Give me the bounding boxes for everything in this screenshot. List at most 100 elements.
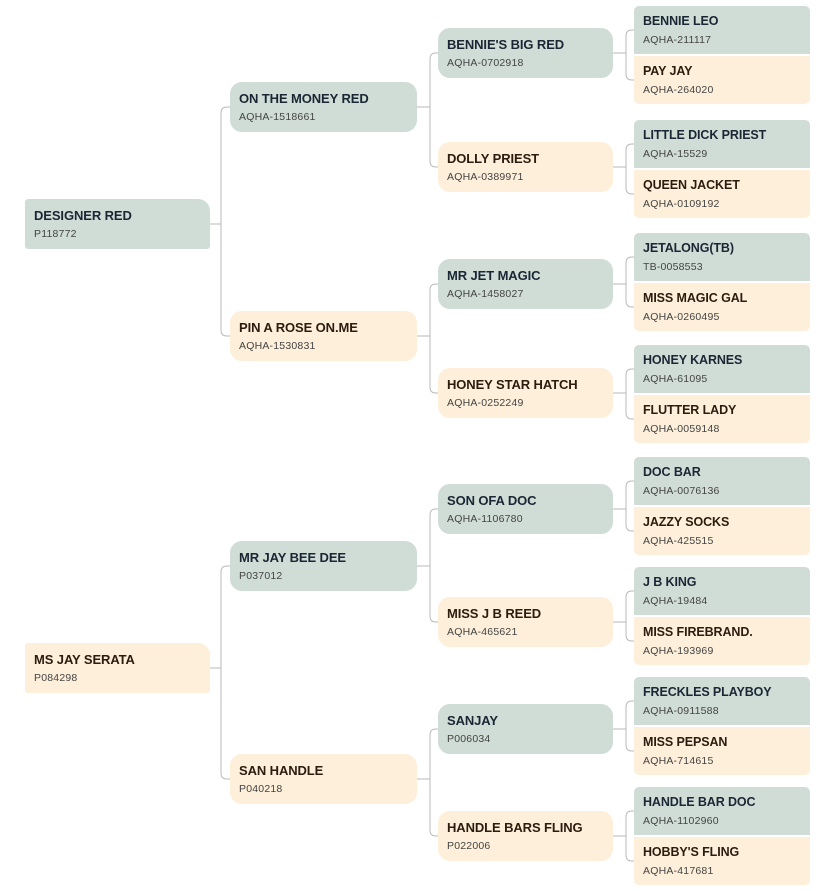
connector-bracket: [220, 106, 230, 337]
grandsire-card[interactable]: SON OFA DOC AQHA-1106780: [438, 484, 613, 534]
great-grandsire-card[interactable]: HONEY KARNES AQHA-61095: [634, 345, 810, 393]
connector-bracket: [625, 810, 634, 862]
registration-number: AQHA-193969: [643, 645, 714, 657]
horse-name: JAZZY SOCKS: [643, 515, 730, 529]
horse-name: HANDLE BARS FLING: [447, 819, 583, 835]
sire-card[interactable]: MR JAY BEE DEE P037012: [230, 541, 417, 591]
connector-bracket: [625, 590, 634, 642]
registration-number: P022006: [447, 839, 491, 852]
registration-number: P084298: [34, 671, 78, 684]
registration-number: AQHA-15529: [643, 148, 708, 160]
dam-card[interactable]: PIN A ROSE ON.ME AQHA-1530831: [230, 311, 417, 361]
horse-name: HONEY KARNES: [643, 353, 743, 367]
connector-bracket: [429, 52, 438, 168]
great-grandsire-card[interactable]: JETALONG(TB) TB-0058553: [634, 233, 810, 281]
horse-name: PIN A ROSE ON.ME: [239, 319, 358, 335]
registration-number: AQHA-19484: [643, 595, 708, 607]
great-grandsire-card[interactable]: DOC BAR AQHA-0076136: [634, 457, 810, 505]
great-grandsire-card[interactable]: FRECKLES PLAYBOY AQHA-0911588: [634, 677, 810, 725]
registration-number: AQHA-1106780: [447, 512, 523, 525]
horse-name: HANDLE BAR DOC: [643, 795, 756, 809]
horse-name: MS JAY SERATA: [34, 651, 135, 667]
grandsire-card[interactable]: MR JET MAGIC AQHA-1458027: [438, 259, 613, 309]
horse-name: MR JAY BEE DEE: [239, 549, 346, 565]
horse-name: BENNIE LEO: [643, 14, 719, 28]
registration-number: P118772: [34, 227, 77, 240]
horse-name: DOC BAR: [643, 465, 701, 479]
registration-number: AQHA-1518661: [239, 110, 316, 123]
horse-name: J B KING: [643, 575, 697, 589]
registration-number: AQHA-0389971: [447, 170, 524, 183]
registration-number: AQHA-714615: [643, 755, 714, 767]
registration-number: TB-0058553: [643, 261, 703, 273]
registration-number: AQHA-0109192: [643, 198, 720, 210]
registration-number: AQHA-211117: [643, 34, 712, 46]
registration-number: P037012: [239, 569, 283, 582]
registration-number: P040218: [239, 782, 283, 795]
sire-card[interactable]: ON THE MONEY RED AQHA-1518661: [230, 82, 417, 132]
granddam-card[interactable]: DOLLY PRIEST AQHA-0389971: [438, 142, 613, 192]
horse-name: LITTLE DICK PRIEST: [643, 128, 767, 142]
grandsire-card[interactable]: BENNIE'S BIG RED AQHA-0702918: [438, 28, 613, 78]
connector-bracket: [625, 480, 634, 532]
connector-bracket: [625, 700, 634, 752]
grandsire-card[interactable]: SANJAY P006034: [438, 704, 613, 754]
great-grandsire-card[interactable]: J B KING AQHA-19484: [634, 567, 810, 615]
registration-number: AQHA-1102960: [643, 815, 719, 827]
great-grandsire-card[interactable]: HANDLE BAR DOC AQHA-1102960: [634, 787, 810, 835]
registration-number: AQHA-417681: [643, 865, 714, 877]
connector-bracket: [625, 368, 634, 420]
great-granddam-card[interactable]: JAZZY SOCKS AQHA-425515: [634, 507, 810, 555]
horse-name: DOLLY PRIEST: [447, 150, 539, 166]
subject-horse-2[interactable]: MS JAY SERATA P084298: [25, 643, 210, 693]
great-granddam-card[interactable]: FLUTTER LADY AQHA-0059148: [634, 395, 810, 443]
great-granddam-card[interactable]: MISS FIREBRAND.AQHA-193969: [634, 617, 810, 665]
connector-bracket: [625, 29, 634, 81]
horse-name: MISS PEPSAN: [643, 735, 728, 749]
registration-number: AQHA-61095: [643, 373, 708, 385]
connector-bracket: [625, 143, 634, 195]
horse-name: JETALONG(TB): [643, 241, 734, 255]
great-granddam-card[interactable]: MISS PEPSAN AQHA-714615: [634, 727, 810, 775]
horse-name: QUEEN JACKET: [643, 178, 740, 192]
registration-number: AQHA-264020: [643, 84, 714, 96]
granddam-card[interactable]: HANDLE BARS FLING P022006: [438, 811, 613, 861]
horse-name: HONEY STAR HATCH: [447, 376, 578, 392]
connector-bracket: [429, 283, 438, 394]
registration-number: AQHA-0076136: [643, 485, 720, 497]
horse-name: SON OFA DOC: [447, 492, 537, 508]
horse-name: BENNIE'S BIG RED: [447, 36, 565, 52]
horse-name: DESIGNER RED: [34, 207, 132, 223]
horse-name: HOBBY'S FLING: [643, 845, 740, 859]
registration-number: AQHA-0702918: [447, 56, 524, 69]
connector-bracket: [625, 256, 634, 308]
registration-number: P006034: [447, 732, 491, 745]
horse-name: FRECKLES PLAYBOY: [643, 685, 772, 699]
registration-number: AQHA-425515: [643, 535, 714, 547]
horse-name: FLUTTER LADY: [643, 403, 737, 417]
great-granddam-card[interactable]: HOBBY'S FLING AQHA-417681: [634, 837, 810, 885]
great-granddam-card[interactable]: QUEEN JACKET AQHA-0109192: [634, 170, 810, 218]
horse-name: MR JET MAGIC: [447, 267, 541, 283]
connector-bracket: [220, 565, 230, 780]
horse-name: MISS MAGIC GAL: [643, 291, 748, 305]
great-grandsire-card[interactable]: BENNIE LEO AQHA-211117: [634, 6, 810, 54]
registration-number: AQHA-0911588: [643, 705, 719, 717]
connector-bracket: [429, 728, 438, 837]
registration-number: AQHA-0059148: [643, 423, 720, 435]
registration-number: AQHA-1530831: [239, 339, 316, 352]
subject-horse-1[interactable]: DESIGNER RED P118772: [25, 199, 210, 249]
registration-number: AQHA-1458027: [447, 287, 524, 300]
great-grandsire-card[interactable]: LITTLE DICK PRIEST AQHA-15529: [634, 120, 810, 168]
horse-name: PAY JAY: [643, 64, 693, 78]
horse-name: ON THE MONEY RED: [239, 90, 369, 106]
great-granddam-card[interactable]: PAY JAY AQHA-264020: [634, 56, 810, 104]
registration-number: AQHA-465621: [447, 625, 518, 638]
horse-name: SANJAY: [447, 712, 498, 728]
